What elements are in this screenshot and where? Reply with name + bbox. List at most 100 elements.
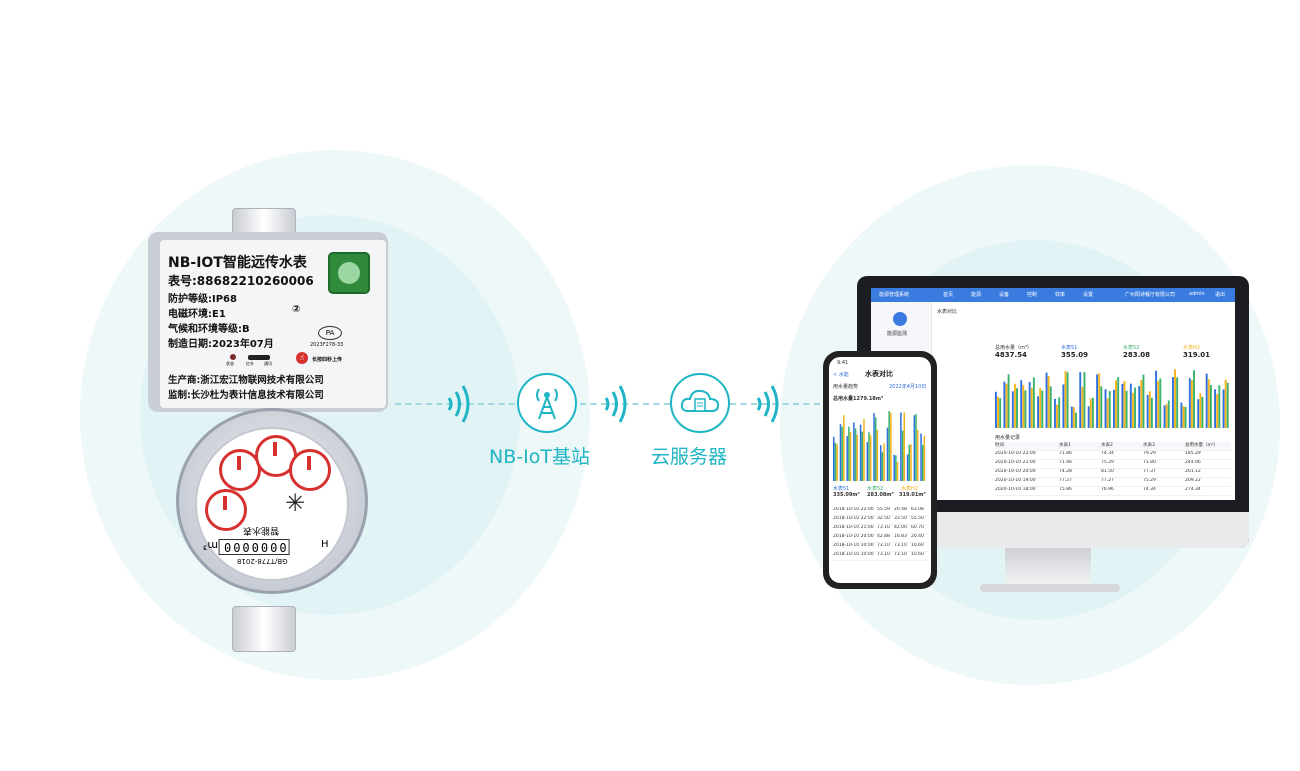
- chart-bar: [873, 413, 875, 481]
- chart-bar: [1193, 370, 1195, 428]
- chart-bar: [903, 412, 906, 481]
- dial-face: ✳ 智能水表 0000000 m³ H GB/T778-2018: [195, 427, 349, 581]
- chart-bar: [997, 396, 1000, 428]
- chart-bar: [880, 445, 882, 481]
- table-cell: 2018-10-10 10:00: [833, 543, 874, 548]
- meter-producer: 生产商:浙江宏江物联网技术有限公司: [168, 375, 324, 386]
- chart-bar: [1172, 377, 1174, 428]
- dial-pointer: [273, 442, 277, 456]
- chart-bar: [1163, 405, 1166, 428]
- chart-bar: [1072, 407, 1075, 428]
- signal-waves-icon: [756, 385, 779, 423]
- chart-bar: [1138, 386, 1141, 428]
- chart-bar: [849, 432, 852, 481]
- chart-bar: [1131, 392, 1134, 428]
- signal-waves-icon: [447, 385, 470, 423]
- stat-meterh2-label: 水表H2: [1183, 345, 1200, 351]
- chart-bar: [1007, 374, 1010, 428]
- chart-bar: [995, 391, 997, 428]
- chart-bar: [1113, 389, 1115, 428]
- chart-bar: [1155, 370, 1158, 428]
- nav-efficiency[interactable]: 效率: [1055, 292, 1066, 298]
- table-cell: 2018-10-10 22:00: [833, 507, 874, 512]
- table-cell: 10.60: [911, 552, 924, 557]
- table-cell: 209.22: [1185, 478, 1201, 483]
- chart-bar: [1140, 379, 1143, 428]
- meter-serial: 表号:88682210260006: [168, 274, 314, 288]
- company-name: 广州阳诗餐厅有限公司: [1125, 292, 1176, 298]
- table-cell: 42.00: [894, 525, 907, 530]
- table-cell: 20.48: [894, 507, 907, 512]
- chart-bar: [895, 455, 897, 481]
- chart-bar: [1083, 372, 1086, 428]
- table-cell: 77.27: [1059, 478, 1072, 483]
- dial-pointer: [223, 496, 227, 510]
- sidebar-label[interactable]: 能源监测: [887, 331, 908, 337]
- table-cell: 75.86: [1059, 487, 1072, 492]
- table-cell: 2020-10-10 22:00: [995, 451, 1036, 456]
- chart-bar: [1108, 391, 1111, 428]
- meter-em-env: 电磁环境:E1: [168, 309, 226, 320]
- chart-bar: [841, 426, 843, 481]
- table-cell: 73.10: [894, 543, 907, 548]
- chart-bar: [915, 413, 917, 481]
- stat-total-value: 4837.54: [995, 351, 1027, 359]
- upload-button[interactable]: [328, 252, 370, 294]
- chart-bar: [1011, 391, 1014, 428]
- phone-total: 总用水量1279.18m³: [833, 396, 884, 402]
- chart-bar: [859, 424, 862, 481]
- chart-bar: [1214, 389, 1217, 428]
- chart-bar: [1070, 406, 1073, 428]
- chart-bar: [1047, 376, 1050, 428]
- chart-bar: [866, 442, 869, 481]
- monitor-foot: [980, 584, 1120, 592]
- meter-supervisor: 监制:长沙杜为表计信息技术有限公司: [168, 390, 324, 401]
- chart-bar: [1020, 380, 1023, 428]
- chart-bar: [1134, 387, 1136, 428]
- chart-bar: [1106, 398, 1109, 428]
- table-cell: 73.10: [877, 543, 890, 548]
- phone-stat1-value: 335.09m³: [833, 492, 860, 498]
- chart-bar: [1037, 396, 1040, 428]
- chart-bar: [1005, 383, 1008, 428]
- logout-link[interactable]: 退出: [1215, 292, 1226, 298]
- chart-bar: [1049, 386, 1052, 428]
- nav-control[interactable]: 控制: [1027, 292, 1038, 298]
- chart-bar: [921, 444, 924, 481]
- led-label-status: 状态: [226, 361, 234, 366]
- chart-bar: [1079, 372, 1082, 428]
- nav-settings[interactable]: 设置: [1083, 292, 1094, 298]
- nav-energy[interactable]: 能源: [971, 292, 982, 298]
- button-face: [338, 262, 360, 284]
- chart-bar: [834, 442, 837, 481]
- table-cell: 79.29: [1143, 451, 1156, 456]
- nav-device[interactable]: 设备: [999, 292, 1010, 298]
- chart-bar: [1081, 386, 1084, 428]
- chart-bar: [1222, 389, 1225, 428]
- table-title: 用水量记录: [995, 435, 1021, 441]
- small-dial-3: [289, 449, 331, 491]
- table-cell: 总用水量（m³）: [1185, 443, 1219, 448]
- dial-brand: 智能水表: [243, 525, 280, 535]
- cell-tower-icon: [536, 388, 558, 420]
- chart-bar: [1121, 383, 1124, 428]
- chart-bar: [1165, 404, 1168, 428]
- user-name[interactable]: admin: [1189, 291, 1205, 297]
- cert-badge: PA: [318, 326, 342, 340]
- chart-bar: [1201, 396, 1204, 428]
- table-cell: 73.10: [877, 525, 890, 530]
- indicator-leds: 状态 红外 通讯: [226, 354, 288, 368]
- phone-back[interactable]: < 水能: [833, 372, 849, 378]
- table-cell: 76.96: [1101, 487, 1114, 492]
- table-cell: 水表2: [1101, 443, 1113, 448]
- led-label-infrared: 红外: [246, 361, 254, 366]
- nav-home[interactable]: 首页: [943, 292, 954, 298]
- dial-reading: 0000000: [219, 539, 290, 555]
- dial-standard: GB/T778-2018: [237, 557, 288, 565]
- table-cell: 2018-10-10 21:00: [833, 525, 874, 530]
- table-cell: 2020-10-10 18:00: [995, 487, 1036, 492]
